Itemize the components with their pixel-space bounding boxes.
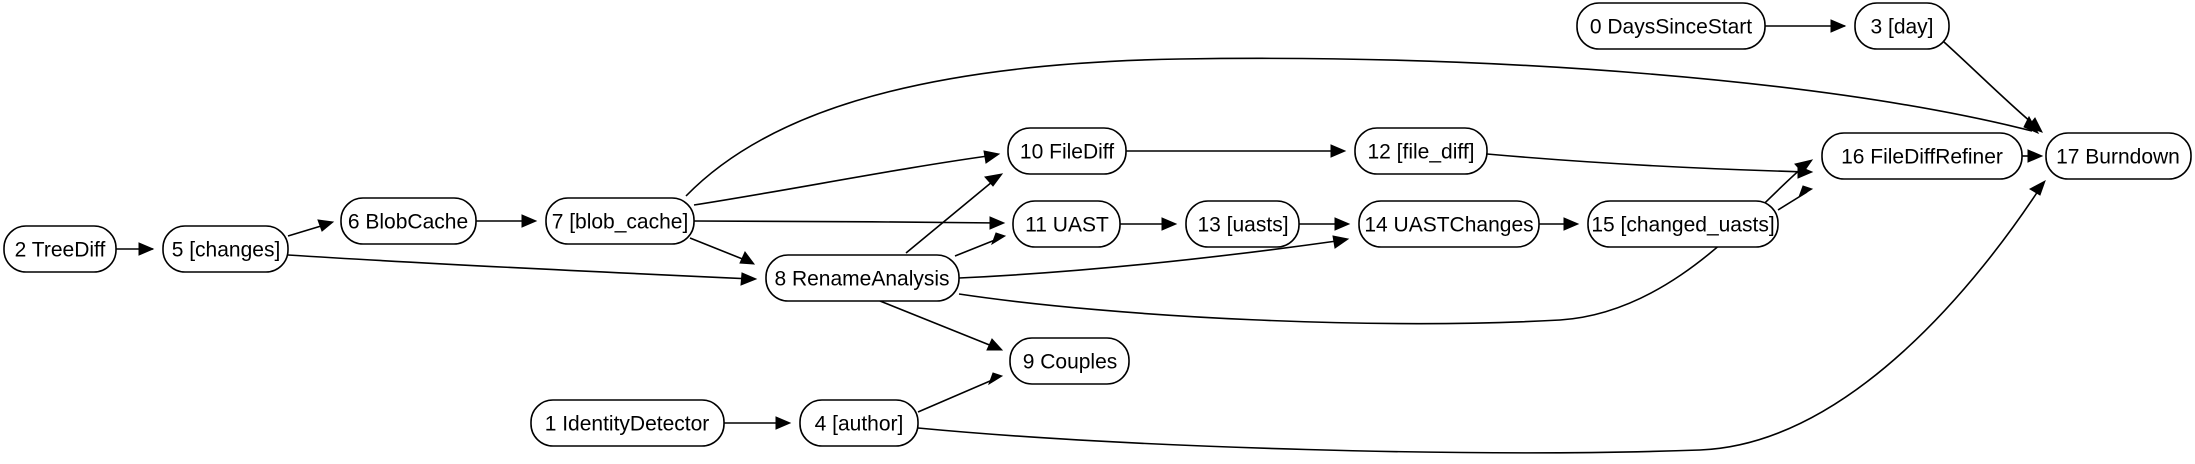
edge-renameanalysis-to-uastchanges (958, 235, 1350, 279)
edge-changeduasts-to-filediffrefiner (1777, 185, 1814, 211)
edge-identitydetector-to-author (724, 416, 792, 430)
node-11-uast[interactable]: 11 UAST (1012, 200, 1121, 248)
node-17-burndown[interactable]: 17 Burndown (2045, 132, 2192, 180)
node-8-renameanalysis[interactable]: 8 RenameAnalysis (765, 254, 960, 302)
node-9-couples[interactable]: 9 Couples (1009, 337, 1130, 385)
node-5-changes[interactable]: 5 [changes] (162, 225, 289, 273)
node-3-label: 3 [day] (1870, 16, 1933, 39)
edge-uasts-to-uastchanges (1299, 217, 1351, 231)
edge-blobcache-var-to-burndown (685, 57, 2040, 197)
edge-author-to-burndown (917, 179, 2046, 454)
edge-blobcache-to-blobcache-var (476, 214, 538, 228)
node-14-uastchanges[interactable]: 14 UASTChanges (1358, 200, 1540, 248)
node-1-identitydetector[interactable]: 1 IdentityDetector (530, 399, 725, 447)
edge-treediff-to-changes (116, 242, 155, 256)
node-9-label: 9 Couples (1023, 351, 1118, 374)
node-7-label: 7 [blob_cache] (552, 211, 689, 234)
edge-author-to-couples (917, 372, 1004, 413)
node-3-day[interactable]: 3 [day] (1854, 2, 1950, 50)
edge-daysincestart-to-day (1765, 19, 1847, 33)
edge-blobcache-var-to-renameanalysis (689, 237, 756, 265)
node-2-treediff[interactable]: 2 TreeDiff (3, 225, 117, 273)
edge-changes-to-renameanalysis (287, 254, 758, 286)
edge-renameanalysis-to-uast (954, 232, 1007, 257)
node-0-dayssincestart[interactable]: 0 DaysSinceStart (1576, 2, 1766, 50)
node-4-author[interactable]: 4 [author] (799, 399, 919, 447)
node-6-label: 6 BlobCache (348, 211, 468, 234)
node-13-uasts[interactable]: 13 [uasts] (1185, 200, 1300, 248)
node-17-label: 17 Burndown (2056, 146, 2180, 169)
node-12-file-diff[interactable]: 12 [file_diff] (1354, 127, 1488, 175)
node-layer: 0 DaysSinceStart 3 [day] 10 FileDiff 12 … (3, 2, 2192, 447)
node-15-label: 15 [changed_uasts] (1591, 214, 1774, 237)
node-4-label: 4 [author] (815, 413, 904, 436)
edge-blobcache-var-to-uast (693, 216, 1006, 230)
edge-filediff-var-to-filediffrefiner (1486, 153, 1814, 179)
edge-uast-to-uasts (1120, 217, 1178, 231)
node-13-label: 13 [uasts] (1197, 214, 1288, 237)
edge-filediffrefiner-to-burndown (2022, 149, 2044, 163)
node-10-label: 10 FileDiff (1020, 141, 1114, 164)
node-16-label: 16 FileDiffRefiner (1841, 146, 2003, 169)
node-0-label: 0 DaysSinceStart (1590, 16, 1752, 39)
node-16-filediffrefiner[interactable]: 16 FileDiffRefiner (1821, 132, 2023, 180)
edge-renameanalysis-to-filediff (905, 173, 1004, 254)
node-10-filediff[interactable]: 10 FileDiff (1007, 127, 1127, 175)
edge-renameanalysis-to-couples (879, 300, 1004, 351)
node-6-blobcache[interactable]: 6 BlobCache (340, 197, 477, 245)
node-15-changed-uasts[interactable]: 15 [changed_uasts] (1587, 200, 1779, 248)
edge-uastchanges-to-changeduasts (1539, 217, 1580, 231)
node-2-label: 2 TreeDiff (15, 239, 106, 262)
node-11-label: 11 UAST (1025, 214, 1109, 237)
node-14-label: 14 UASTChanges (1364, 214, 1533, 237)
edge-changes-to-blobcache (287, 219, 335, 237)
edge-day-to-burndown (1943, 41, 2044, 133)
node-12-label: 12 [file_diff] (1367, 141, 1474, 164)
node-7-blob-cache[interactable]: 7 [blob_cache] (545, 197, 695, 245)
edge-filediff-to-filediff-var (1126, 144, 1347, 158)
node-5-label: 5 [changes] (172, 239, 281, 262)
node-1-label: 1 IdentityDetector (545, 413, 710, 436)
node-8-label: 8 RenameAnalysis (774, 268, 949, 291)
edge-blobcache-var-to-filediff (693, 150, 1001, 206)
